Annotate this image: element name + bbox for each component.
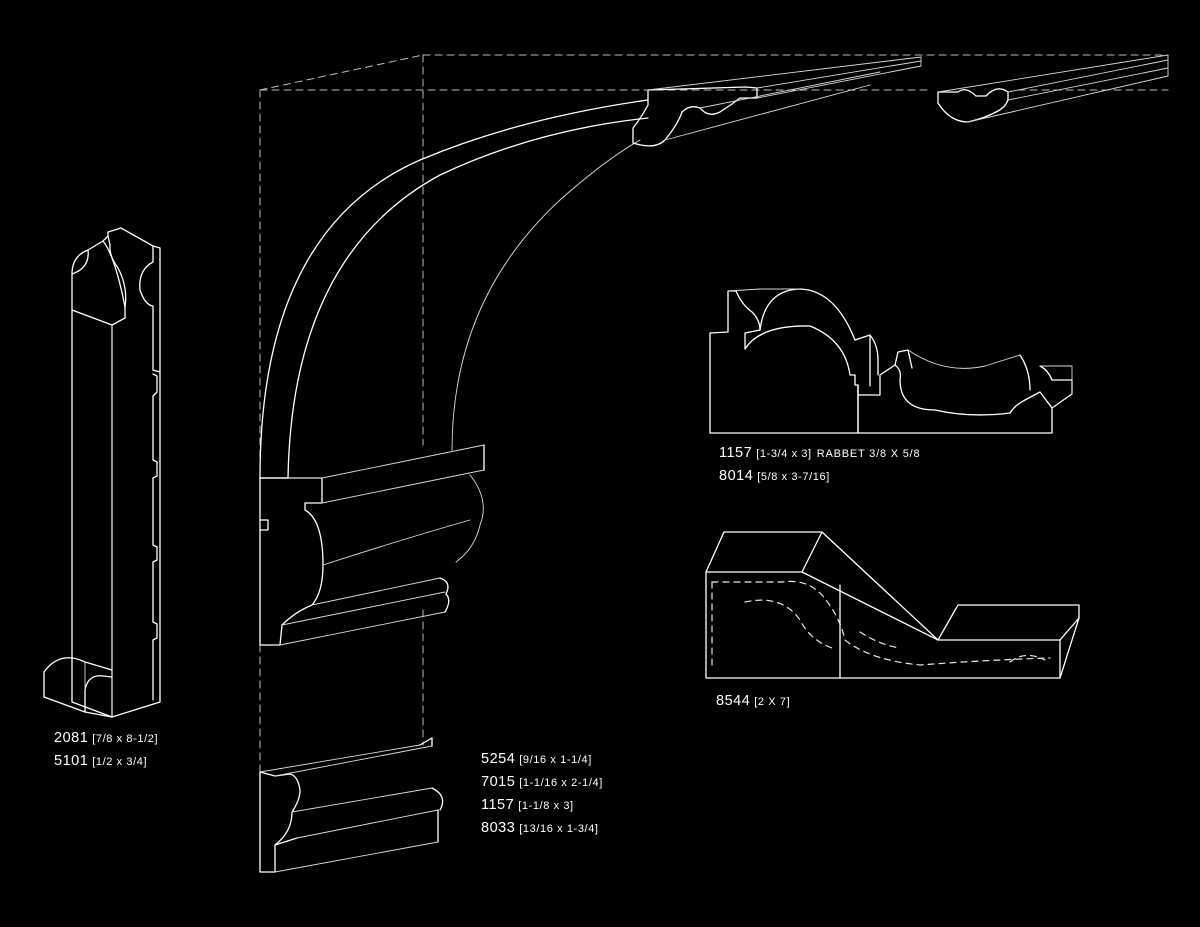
label-code: 8033 xyxy=(481,820,516,836)
label-code: 2081 xyxy=(54,730,89,746)
label-8544: 8544[2 X 7] xyxy=(716,693,790,709)
sill-profile-8544 xyxy=(705,531,1080,679)
label-2081: 2081[7/8 x 8-1/2] xyxy=(54,730,158,746)
chair-rail xyxy=(259,444,485,646)
label-dims: [1/2 x 3/4] xyxy=(92,756,148,768)
label-note: RABBET 3/8 X 5/8 xyxy=(816,448,921,460)
label-code: 8544 xyxy=(716,693,751,709)
label-dims: [13/16 x 1-3/4] xyxy=(519,823,599,835)
label-1157-casing: 1157[1-3/4 x 3] RABBET 3/8 X 5/8 xyxy=(719,445,920,461)
baseboard-profile-2081 xyxy=(43,227,161,718)
label-dims: [9/16 x 1-1/4] xyxy=(519,754,592,766)
label-code: 8014 xyxy=(719,468,754,484)
label-8033: 8033[13/16 x 1-3/4] xyxy=(481,820,599,836)
label-1157-small: 1157[1-1/8 x 3] xyxy=(481,797,574,813)
lower-rail xyxy=(259,737,444,873)
construction-guides xyxy=(259,54,1169,773)
label-5254: 5254[9/16 x 1-1/4] xyxy=(481,751,592,767)
label-dims: [5/8 x 3-7/16] xyxy=(757,471,830,483)
label-5101: 5101[1/2 x 3/4] xyxy=(54,753,147,769)
label-code: 7015 xyxy=(481,774,516,790)
label-dims: [7/8 x 8-1/2] xyxy=(92,733,159,745)
label-code: 5254 xyxy=(481,751,516,767)
casing-profile-1157-8014 xyxy=(709,288,1073,434)
label-dims: [2 X 7] xyxy=(754,696,791,708)
arch-casing xyxy=(259,99,649,479)
label-7015: 7015[1-1/16 x 2-1/4] xyxy=(481,774,603,790)
label-dims: [1-1/8 x 3] xyxy=(518,800,574,812)
label-code: 5101 xyxy=(54,753,89,769)
label-dims: [1-1/16 x 2-1/4] xyxy=(519,777,603,789)
label-code: 1157 xyxy=(481,797,515,813)
label-code: 1157 xyxy=(719,445,753,461)
crown-moulding xyxy=(632,54,1169,147)
label-8014: 8014[5/8 x 3-7/16] xyxy=(719,468,830,484)
label-dims: [1-3/4 x 3] xyxy=(756,448,812,460)
